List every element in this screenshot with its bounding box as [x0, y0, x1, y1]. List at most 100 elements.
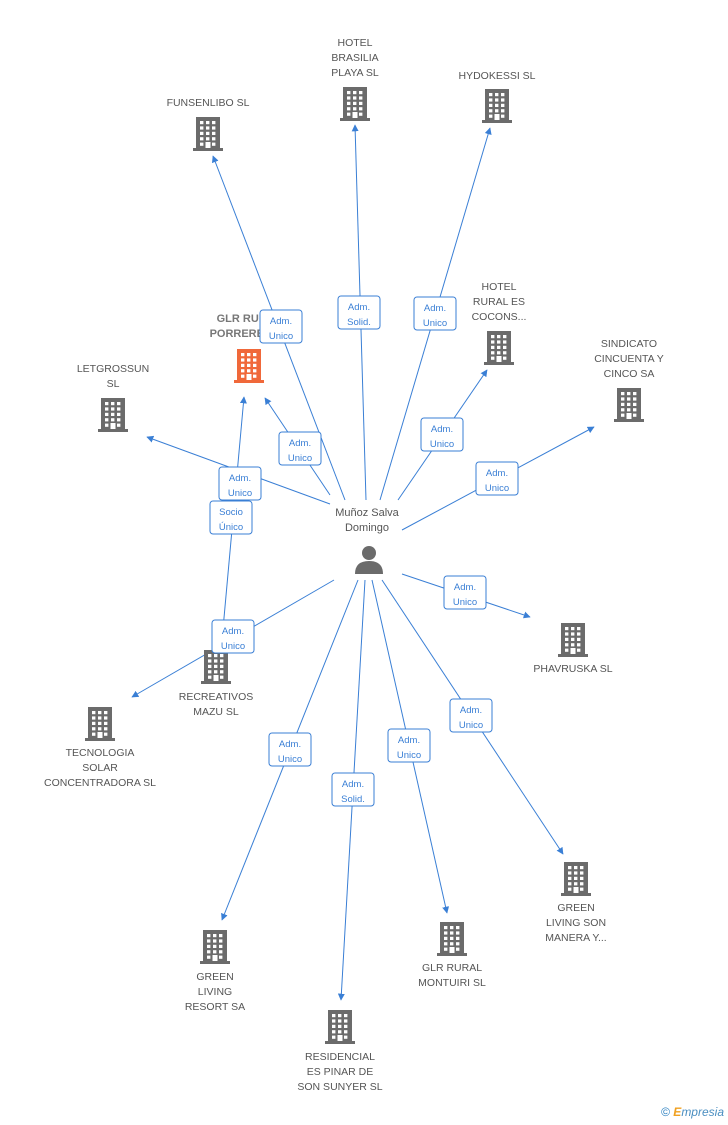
- edge-label-text: Adm.: [342, 779, 364, 790]
- edge-label-hotel-rural[interactable]: Adm. Unico: [420, 417, 464, 452]
- building-icon: [201, 650, 231, 684]
- edge-label-glr-montuiri[interactable]: Adm.Unico: [387, 728, 431, 763]
- building-icon: [98, 398, 128, 432]
- center-name: Muñoz Salva: [335, 507, 399, 519]
- edge-label-hydokessi[interactable]: Adm. Unico: [413, 296, 457, 331]
- edge-label-text: Adm.: [222, 626, 244, 637]
- node-label: PLAYA SL: [331, 67, 379, 79]
- edge-label-box[interactable]: [259, 309, 303, 344]
- edge-label-hotel-brasilia[interactable]: Adm. Solid.: [337, 295, 381, 330]
- node-label: GREEN: [557, 902, 594, 914]
- edge-label-tecnologia[interactable]: Adm. Unico: [211, 619, 255, 654]
- edge-label-box[interactable]: [337, 295, 381, 330]
- node-label: FUNSENLIBO SL: [167, 97, 250, 109]
- node-label: COCONS...: [472, 311, 527, 323]
- edge-label-text: Adm.: [348, 302, 370, 313]
- building-icon: [482, 89, 512, 123]
- building-icon: [558, 623, 588, 657]
- edge-label-text: Adm.: [270, 316, 292, 327]
- node-hydokessi[interactable]: HYDOKESSI SL: [458, 70, 536, 123]
- edge-label-text: Unico: [228, 488, 252, 499]
- edge-label-box[interactable]: [209, 500, 253, 535]
- edge-label-green-resort[interactable]: Adm. Unico: [268, 732, 312, 767]
- edge-label-box[interactable]: [443, 575, 487, 610]
- edge-label-box[interactable]: [475, 461, 519, 496]
- edge-label-text: Adm.: [398, 735, 420, 746]
- edge-label-text: Adm.: [289, 438, 311, 449]
- node-residencial[interactable]: RESIDENCIAL ES PINAR DE SON SUNYER SL: [297, 1010, 383, 1093]
- node-phavruska[interactable]: PHAVRUSKA SL: [533, 623, 613, 675]
- node-label: HYDOKESSI SL: [458, 70, 535, 82]
- node-label: LIVING SON: [546, 917, 606, 929]
- edge-label-text: Unico: [423, 318, 447, 329]
- edge-label-text: Solid.: [347, 317, 371, 328]
- node-label: HOTEL: [481, 281, 516, 293]
- edge-label-box[interactable]: [211, 619, 255, 654]
- node-label: RESIDENCIAL: [305, 1051, 375, 1063]
- edge-label-text: Adm.: [229, 473, 251, 484]
- node-label: RECREATIVOS: [179, 691, 253, 703]
- node-label: TECNOLOGIA: [66, 747, 135, 759]
- edge-label-text: Unico: [288, 453, 312, 464]
- edge-label-box[interactable]: [268, 732, 312, 767]
- node-funsenlibo[interactable]: FUNSENLIBO SL: [167, 97, 250, 151]
- building-icon: [234, 349, 264, 383]
- node-label: PHAVRUSKA SL: [533, 663, 612, 675]
- edge-label-glr-porreres[interactable]: Adm. Unico: [278, 431, 322, 466]
- edge-label-box[interactable]: [218, 466, 262, 501]
- node-label: BRASILIA: [331, 52, 378, 64]
- edge-label-box[interactable]: [413, 296, 457, 331]
- edge-label-letgrossun[interactable]: Adm. Unico: [218, 466, 262, 501]
- edge-label-text: Adm.: [486, 468, 508, 479]
- node-label: SOLAR: [82, 762, 118, 774]
- node-hotel-brasilia[interactable]: HOTEL BRASILIA PLAYA SL: [331, 37, 379, 121]
- node-hotel-rural[interactable]: HOTEL RURAL ES COCONS...: [472, 281, 527, 365]
- edge-label-text: Unico: [459, 720, 483, 731]
- edge-label-green-manera[interactable]: Adm. Unico: [449, 698, 493, 733]
- edge-label-box[interactable]: [387, 728, 431, 763]
- edge-label-text: Único: [219, 522, 243, 533]
- node-label: LIVING: [198, 986, 232, 998]
- edge-label-text: Adm.: [460, 705, 482, 716]
- edge-label-text: Unico: [221, 641, 245, 652]
- edge-label-text: Adm.: [454, 582, 476, 593]
- edge-label-text: Adm.: [279, 739, 301, 750]
- edge-label-text: Unico: [430, 439, 454, 450]
- node-label: LETGROSSUN: [77, 363, 149, 375]
- edge-label-text: Adm.: [431, 424, 453, 435]
- edge-label-text: Adm.: [424, 303, 446, 314]
- edge-label-sindicato[interactable]: Adm.Unico: [475, 461, 519, 496]
- edge-label-box[interactable]: [449, 698, 493, 733]
- copyright-symbol: ©: [661, 1105, 670, 1119]
- node-label: HOTEL: [337, 37, 372, 49]
- center-name: Domingo: [345, 522, 389, 534]
- edge-label-box[interactable]: [331, 772, 375, 807]
- edge-label-funsenlibo[interactable]: Adm. Unico: [259, 309, 303, 344]
- node-glr-montuiri[interactable]: GLR RURAL MONTUIRI SL: [418, 922, 486, 989]
- edge-label-box[interactable]: [278, 431, 322, 466]
- edge-label-residencial[interactable]: Adm.Solid.: [331, 772, 375, 807]
- edge-label-text: Unico: [269, 331, 293, 342]
- node-label: MONTUIRI SL: [418, 977, 486, 989]
- node-label: SON SUNYER SL: [297, 1081, 382, 1093]
- person-icon: [355, 546, 383, 574]
- node-label: GLR RURAL: [422, 962, 482, 974]
- edge-label-box[interactable]: [420, 417, 464, 452]
- edge-label-text: Unico: [278, 754, 302, 765]
- building-icon: [200, 930, 230, 964]
- node-label: SINDICATO: [601, 338, 657, 350]
- building-icon: [484, 331, 514, 365]
- node-label: RURAL ES: [473, 296, 525, 308]
- edge-label-phavruska[interactable]: Adm.Unico: [443, 575, 487, 610]
- node-label: MANERA Y...: [545, 932, 606, 944]
- node-green-manera[interactable]: GREEN LIVING SON MANERA Y...: [545, 862, 607, 944]
- node-label: ES PINAR DE: [307, 1066, 374, 1078]
